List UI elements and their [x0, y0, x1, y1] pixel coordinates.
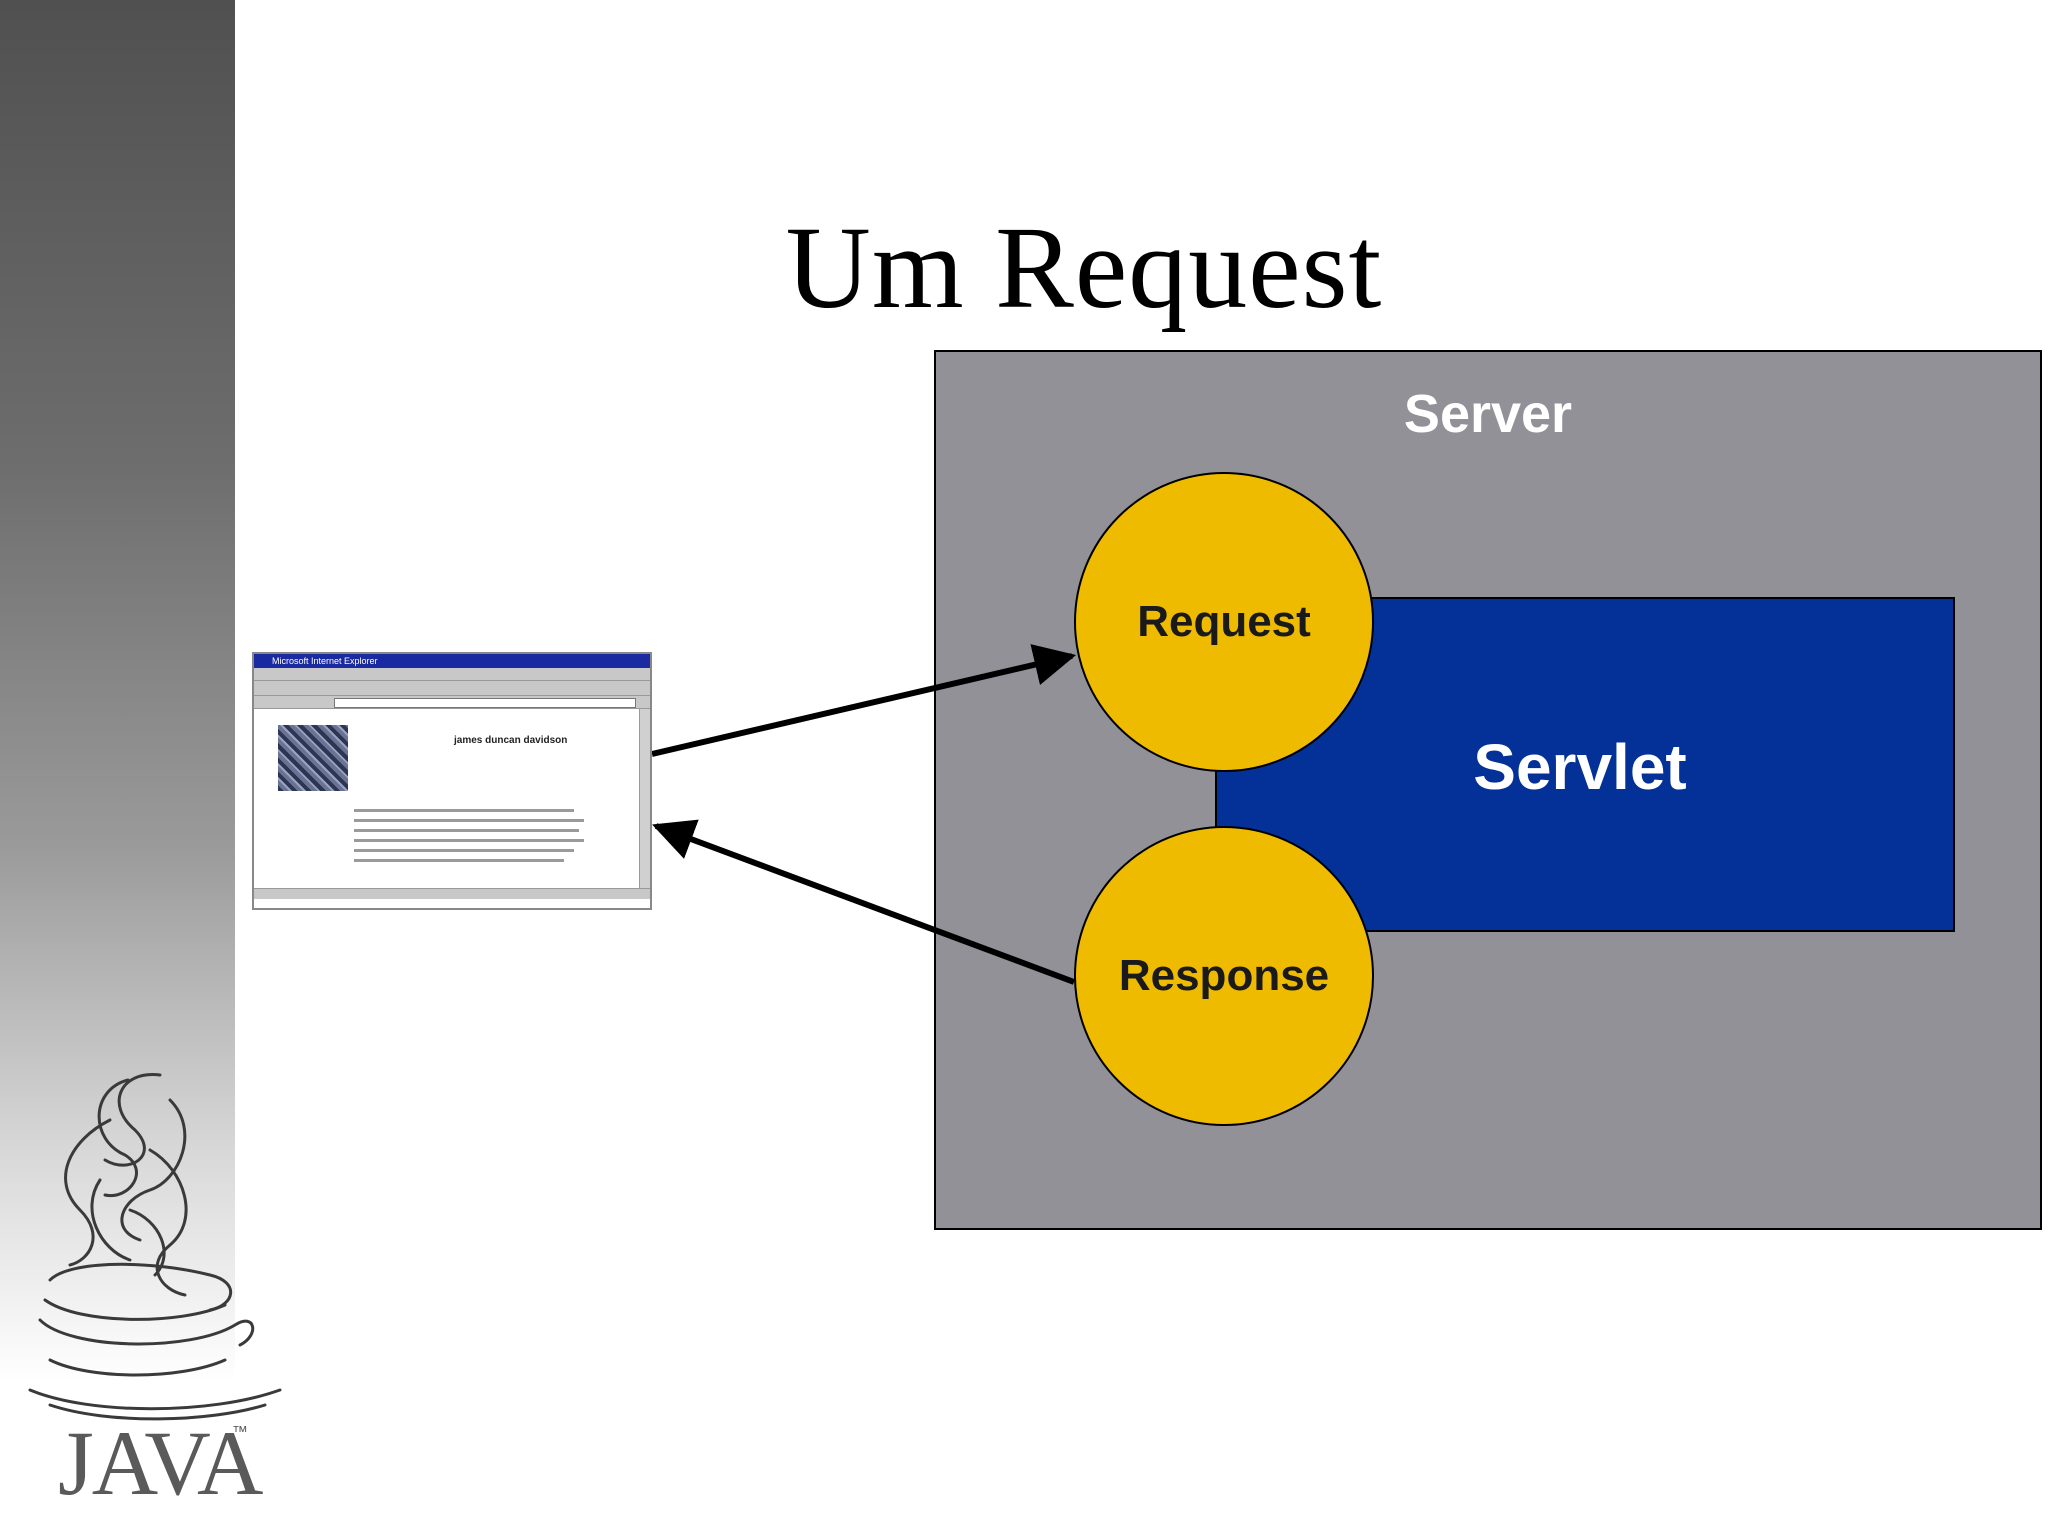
request-label: Request [1137, 597, 1311, 646]
java-coffee-cup-logo [28, 1073, 282, 1421]
browser-titlebar: Microsoft Internet Explorer [254, 654, 650, 668]
browser-heading: james duncan davidson [454, 735, 568, 746]
response-label: Response [1118, 951, 1330, 1000]
browser-scrollbar [639, 709, 650, 899]
browser-photo [278, 725, 348, 791]
slide-title: Um Request [785, 202, 1383, 333]
browser-content: james duncan davidson [254, 709, 650, 899]
browser-window-thumbnail: Microsoft Internet Explorer james duncan… [252, 652, 652, 910]
servlet-label: Servlet [1473, 731, 1687, 803]
browser-statusbar [254, 888, 650, 899]
servlet-box [1215, 597, 1955, 932]
response-circle: Response [1074, 826, 1374, 1126]
request-circle: Request [1074, 472, 1374, 772]
java-logo-text: JAVA [58, 1412, 263, 1514]
browser-address-bar [254, 696, 650, 709]
server-label: Server [1403, 384, 1573, 444]
browser-menubar [254, 668, 650, 681]
java-logo-trademark: ™ [232, 1424, 248, 1441]
browser-toolbar [254, 681, 650, 696]
